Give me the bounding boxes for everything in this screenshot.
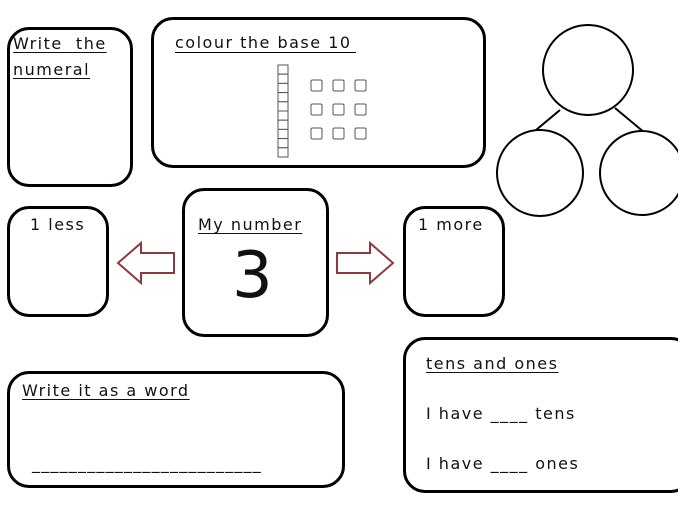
one-cube (354, 103, 367, 116)
one-less-box (7, 206, 109, 317)
ones-line: I have ____ ones (426, 454, 580, 473)
ten-rod-unit (277, 138, 289, 149)
one-cube (310, 103, 323, 116)
tens-ones-title: tens and ones (426, 354, 559, 373)
write-numeral-title-line2: numeral (13, 60, 91, 79)
part-circle-right (599, 130, 678, 216)
ten-rod-unit (277, 82, 289, 94)
ten-rod (277, 64, 289, 158)
ten-rod-unit (277, 128, 289, 140)
ones-cubes (310, 79, 367, 140)
arrow-right-icon (336, 240, 395, 286)
one-cube (310, 79, 323, 92)
base10-title: colour the base 10 (175, 33, 356, 53)
connector-line (614, 107, 646, 134)
one-cube (310, 127, 323, 140)
write-numeral-box (7, 27, 133, 187)
part-circle-left (496, 129, 584, 217)
one-less-label: 1 less (30, 215, 86, 234)
ten-rod-unit (277, 110, 289, 121)
whole-circle (542, 24, 634, 116)
ten-rod-unit (277, 101, 289, 112)
word-box (7, 371, 345, 488)
one-cube (354, 79, 367, 92)
ten-rod-unit (277, 64, 289, 75)
one-cube (354, 127, 367, 140)
tens-line: I have ____ tens (426, 404, 576, 423)
part-whole-diagram (496, 24, 678, 217)
ten-rod-unit (277, 147, 289, 158)
my-number-label: My number (198, 215, 303, 234)
base10-box (151, 17, 486, 168)
tens-ones-box (403, 337, 678, 493)
write-numeral-title-line1: Write the (13, 34, 107, 53)
one-more-label: 1 more (418, 215, 484, 234)
my-number-value: 3 (232, 239, 273, 313)
one-cube (332, 79, 345, 92)
my-number-box (182, 188, 329, 337)
ten-rod-unit (277, 119, 289, 130)
one-cube (332, 127, 345, 140)
one-more-box (403, 206, 505, 317)
word-box-title: Write it as a word (22, 381, 190, 400)
arrow-left-icon (116, 240, 175, 286)
word-blank-line: _________________________ (32, 454, 262, 473)
one-cube (332, 103, 345, 116)
ten-rod-unit (277, 73, 289, 84)
ten-rod-unit (277, 92, 289, 103)
